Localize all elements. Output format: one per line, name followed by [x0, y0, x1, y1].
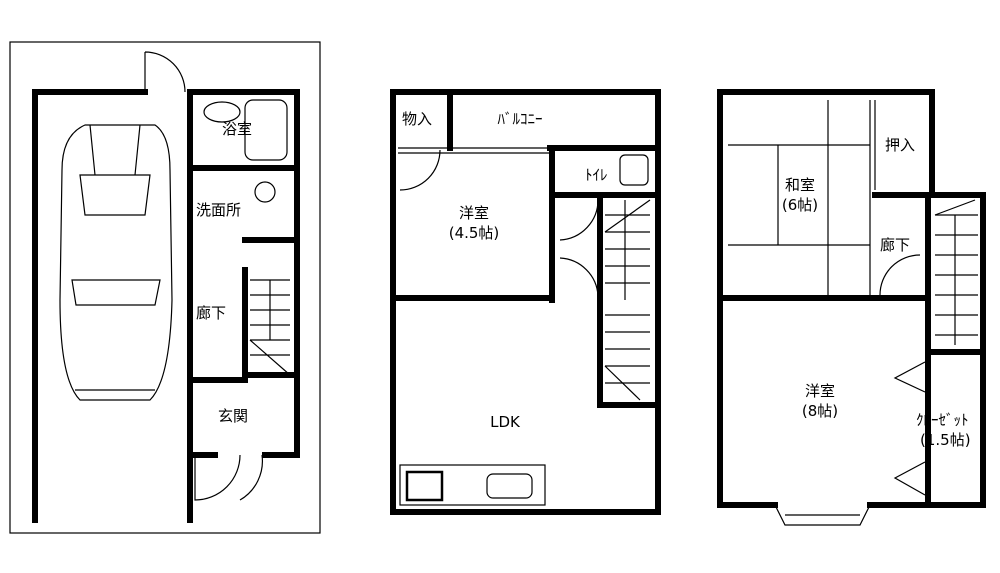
- room-label-western-room: 洋室: [805, 382, 835, 400]
- room-size-western-room: (4.5帖): [449, 224, 500, 242]
- door: [879, 254, 921, 296]
- stairs: [934, 199, 978, 345]
- closet-door: [893, 361, 926, 496]
- room-label-entrance: 玄関: [218, 407, 248, 425]
- wall: [242, 267, 300, 378]
- lot-boundary: [9, 41, 321, 534]
- sink-icon: [486, 473, 533, 499]
- floor-1-plan: 浴室 洗面所 廊下 玄関: [9, 41, 321, 534]
- room-label-ldk: LDK: [490, 413, 521, 431]
- floor-2-plan: 物入 ﾊﾞﾙｺﾆｰ ﾄｲﾚ 洋室 (4.5帖) LDK: [390, 89, 661, 515]
- outer-wall: [717, 89, 986, 508]
- room-label-oshiire: 押入: [885, 136, 915, 154]
- floor-3-plan: 和室 (6帖) 押入 廊下 洋室 (8帖) ｸﾛｰｾﾞｯﾄ (1.5帖): [717, 89, 986, 526]
- stove-icon: [405, 470, 444, 502]
- room-label-bath: 浴室: [222, 120, 252, 138]
- kitchen-counter: [399, 464, 546, 506]
- room-size-western-room: (8帖): [802, 402, 838, 420]
- room-size-closet: (1.5帖): [920, 431, 971, 449]
- outer-wall: [390, 89, 661, 515]
- door: [144, 51, 186, 93]
- bath-fixture: [203, 101, 241, 123]
- bay-window: [774, 504, 871, 526]
- wall: [187, 89, 300, 458]
- room-label-japanese-room: 和室: [785, 176, 815, 194]
- stairs: [249, 279, 291, 376]
- room-size-japanese-room: (6帖): [782, 196, 818, 214]
- room-label-closet: ｸﾛｰｾﾞｯﾄ: [916, 411, 969, 429]
- room-label-washroom: 洗面所: [196, 201, 241, 219]
- room-label-western-room: 洋室: [459, 204, 489, 222]
- balcony-window: [398, 147, 550, 154]
- room-label-toilet: ﾄｲﾚ: [585, 166, 608, 184]
- door: [399, 149, 599, 297]
- wall: [597, 295, 661, 408]
- room-label-balcony: ﾊﾞﾙｺﾆｰ: [497, 110, 542, 128]
- car-icon: [59, 124, 173, 401]
- room-label-hallway: 廊下: [196, 304, 226, 322]
- entrance-door: [194, 454, 264, 501]
- bathtub: [244, 99, 288, 161]
- stairs: [604, 199, 651, 401]
- room-label-storage: 物入: [402, 110, 432, 128]
- toilet-fixture: [619, 154, 649, 186]
- window: [32, 149, 38, 421]
- tatami-lines: [728, 100, 876, 295]
- washing-machine: [254, 181, 276, 203]
- room-label-hallway: 廊下: [880, 236, 910, 254]
